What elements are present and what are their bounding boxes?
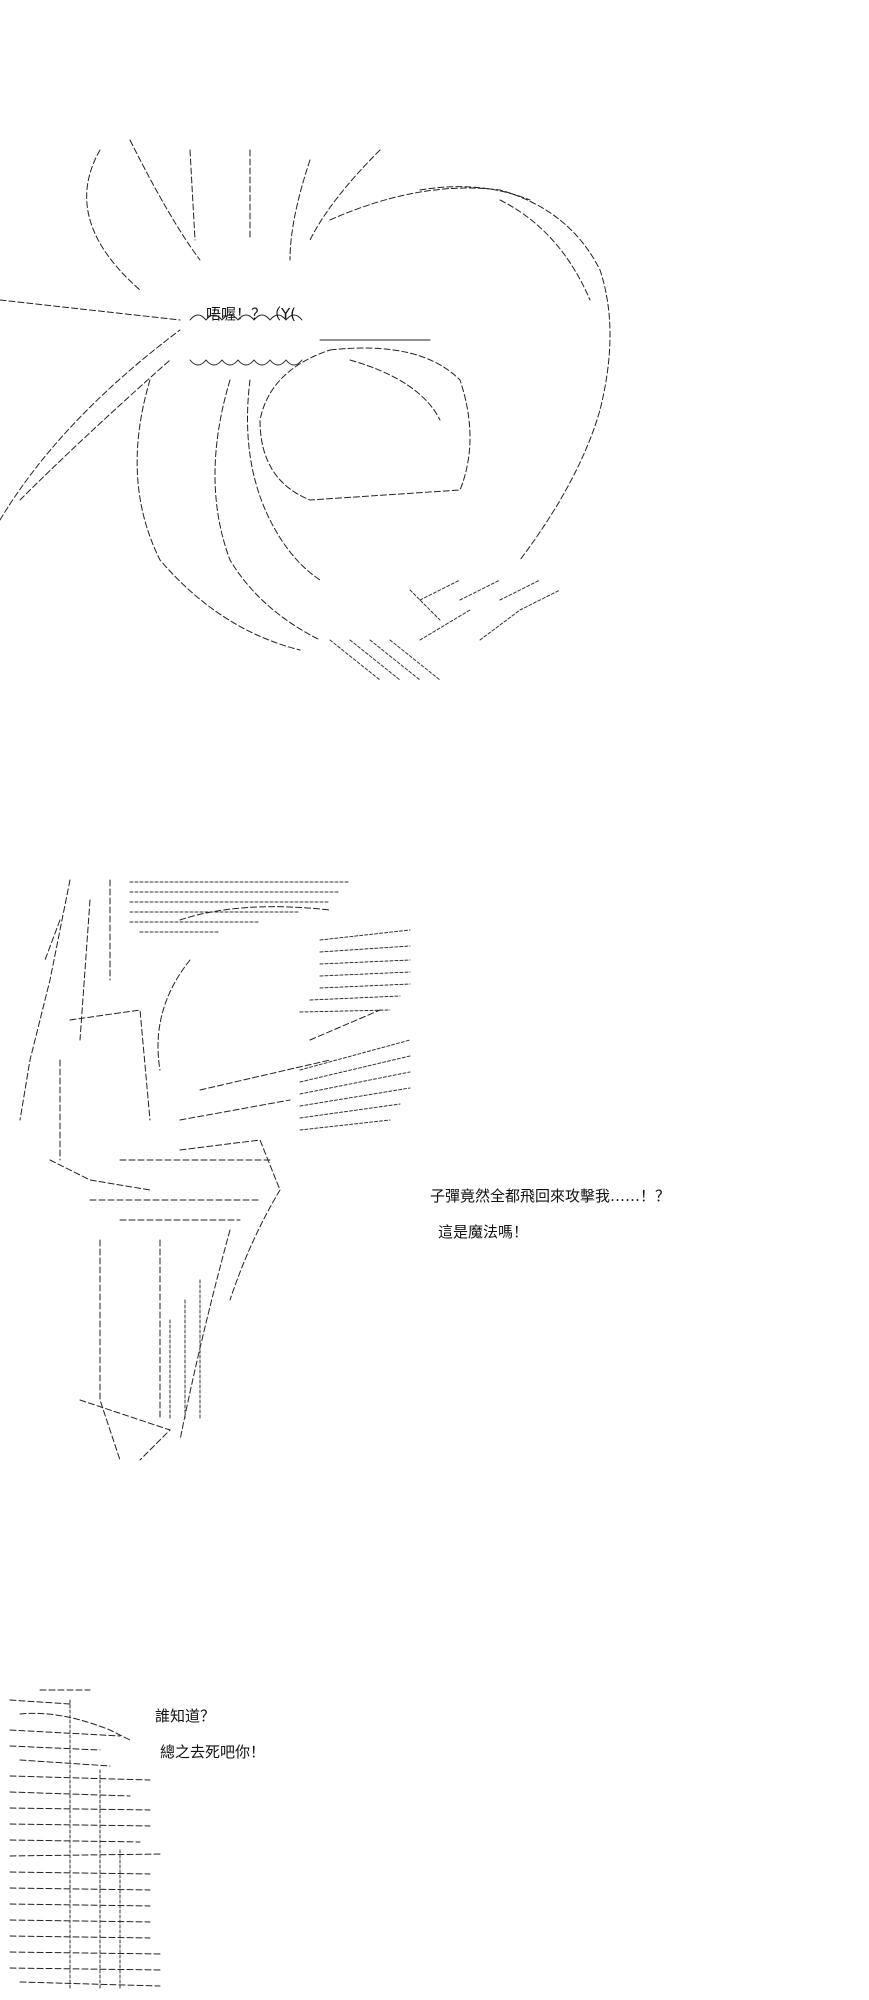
dialogue-line-1: 子彈竟然全都飛回來攻擊我……！？ [430, 1187, 671, 1205]
character-line-art [19, 879, 411, 1461]
dialogue-line-2: 這是魔法嗎！ [438, 1223, 529, 1241]
speech-exclamation: 唔喔！？（Y( [206, 305, 297, 323]
panel-small-character: 誰知道？ 總之去死吧你！ [0, 1670, 869, 2000]
panel-vortex-art: 唔喔！？（Y( [0, 0, 869, 760]
dialogue-line-3: 誰知道？ [155, 1707, 216, 1725]
dialogue-line-4: 總之去死吧你！ [160, 1743, 266, 1761]
panel-bullets-art: 子彈竟然全都飛回來攻擊我……！？ 這是魔法嗎！ [0, 860, 869, 1500]
small-character-line-art [9, 1689, 161, 1991]
vortex-line-art [0, 139, 611, 681]
